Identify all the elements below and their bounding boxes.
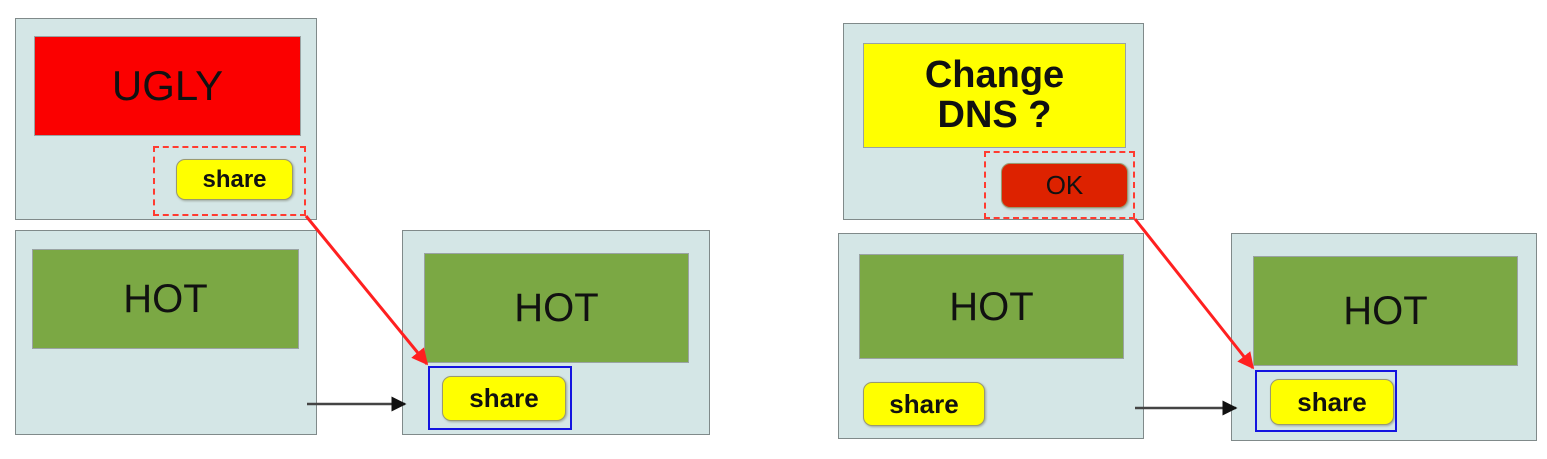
share-button-label: share bbox=[889, 388, 959, 419]
hot-banner: HOT bbox=[1253, 256, 1518, 366]
share-button-label: share bbox=[469, 383, 539, 413]
panel-ugly-share[interactable]: UGLY share bbox=[15, 18, 317, 220]
ok-button[interactable]: OK bbox=[1001, 163, 1128, 208]
change-dns-line2: DNS ? bbox=[937, 93, 1052, 136]
share-button[interactable]: share bbox=[176, 159, 293, 200]
hot-banner: HOT bbox=[32, 249, 299, 349]
share-button-label: share bbox=[202, 165, 267, 193]
hot-banner: HOT bbox=[859, 254, 1124, 359]
panel-hot-share-plain[interactable]: HOT share bbox=[838, 233, 1144, 439]
panel-hot-plain[interactable]: HOT bbox=[15, 230, 317, 435]
hot-label: HOT bbox=[949, 284, 1034, 329]
panel-hot-share-selected[interactable]: HOT share bbox=[1231, 233, 1537, 441]
share-button[interactable]: share bbox=[1270, 379, 1394, 425]
share-highlight-dashed bbox=[153, 146, 306, 216]
hot-label: HOT bbox=[514, 286, 599, 330]
ugly-banner: UGLY bbox=[34, 36, 301, 136]
ugly-label: UGLY bbox=[111, 61, 224, 109]
hot-banner: HOT bbox=[424, 253, 689, 363]
share-highlight-blue bbox=[1255, 370, 1397, 432]
ok-highlight-dashed bbox=[984, 151, 1135, 219]
panel-change-dns[interactable]: Change DNS ? OK bbox=[843, 23, 1144, 220]
share-button[interactable]: share bbox=[442, 376, 566, 421]
change-dns-dialog: Change DNS ? bbox=[863, 43, 1126, 148]
share-highlight-blue bbox=[428, 366, 572, 430]
change-dns-line1: Change bbox=[924, 53, 1065, 96]
ok-button-label: OK bbox=[1045, 170, 1084, 200]
panel-hot-share-selected[interactable]: HOT share bbox=[402, 230, 710, 435]
share-button-label: share bbox=[1297, 386, 1367, 417]
hot-label: HOT bbox=[1343, 289, 1428, 333]
share-button[interactable]: share bbox=[863, 382, 985, 426]
hot-label: HOT bbox=[123, 277, 208, 321]
